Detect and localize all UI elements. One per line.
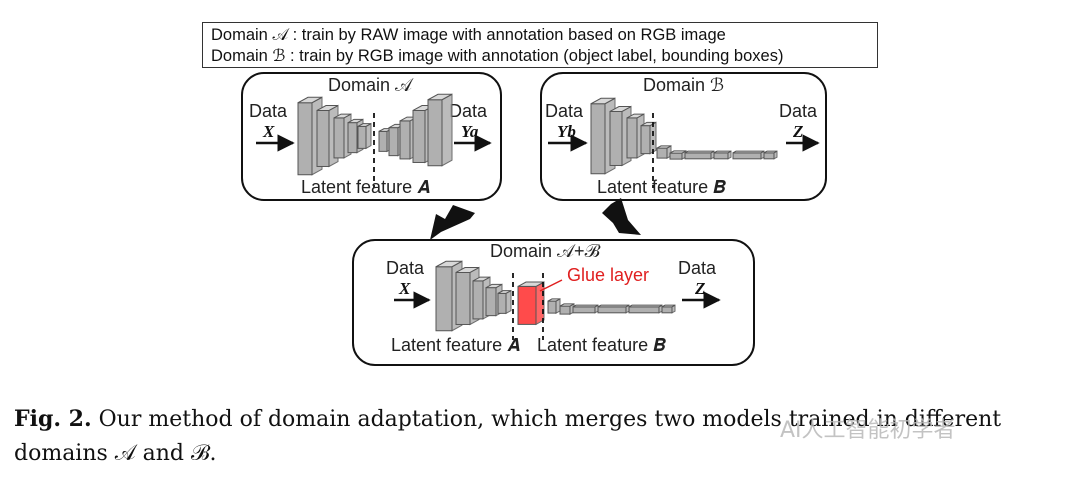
net-b-head-layer-2 bbox=[669, 150, 687, 160]
net-ab-encoder-layer-1 bbox=[435, 260, 463, 332]
net-b-head-layer-4 bbox=[713, 150, 732, 160]
glue-layer-block bbox=[517, 281, 545, 326]
panel-a-title: Domain 𝒜 bbox=[328, 75, 414, 95]
net-ab-head-layer-5 bbox=[628, 304, 663, 314]
merge-arrow-right bbox=[602, 198, 641, 235]
panel-b-data-out: Data bbox=[779, 101, 818, 121]
panel-ab-title: Domain 𝒜+ℬ bbox=[490, 241, 601, 261]
glue-pointer bbox=[539, 279, 563, 292]
panel-ab-var-in: X bbox=[398, 279, 411, 298]
net-a-encoder-layer-5 bbox=[357, 122, 372, 150]
panel-ab-network bbox=[435, 260, 676, 332]
net-b-encoder-layer-4 bbox=[640, 121, 657, 155]
panel-a-network bbox=[297, 93, 453, 176]
figure-caption: Fig. 2. Our method of domain adaptation,… bbox=[14, 402, 1074, 471]
legend-domain-a: Domain 𝒜 : train by RAW image with annot… bbox=[211, 26, 726, 44]
net-ab-encoder-layer-5 bbox=[497, 289, 512, 315]
panel-ab-latent-b-label: Latent feature 𝑩 bbox=[537, 335, 666, 355]
watermark: AI人工智能初学者 bbox=[780, 418, 956, 443]
net-b-encoder-layer-1 bbox=[590, 97, 616, 175]
net-b-head-layer-6 bbox=[763, 150, 778, 160]
panel-a-latent-label: Latent feature 𝑨 bbox=[301, 177, 430, 197]
diagram-canvas: Domain 𝒜 Data X Data Ya Latent feature 𝑨… bbox=[241, 72, 827, 366]
net-ab-head-layer-3 bbox=[572, 304, 599, 314]
caption-text: Our method of domain adaptation, which m… bbox=[14, 407, 1002, 466]
panel-b-var-out: Z bbox=[792, 122, 803, 141]
panel-b-title: Domain ℬ bbox=[643, 75, 724, 95]
panel-b-latent-label: Latent feature 𝑩 bbox=[597, 177, 726, 197]
net-b-head-layer-1 bbox=[656, 145, 672, 159]
net-ab-head-layer-2 bbox=[559, 303, 575, 315]
panel-a-data-out: Data bbox=[449, 101, 488, 121]
legend-box: Domain 𝒜 : train by RAW image with annot… bbox=[202, 22, 878, 68]
caption-fig-label: Fig. 2. bbox=[14, 406, 92, 432]
net-ab-head-layer-1 bbox=[547, 298, 561, 314]
net-a-decoder-layer-5 bbox=[427, 93, 453, 167]
panel-ab-var-out: Z bbox=[694, 279, 705, 298]
net-b-head-layer-3 bbox=[684, 150, 715, 160]
panel-ab-data-out: Data bbox=[678, 258, 717, 278]
legend-domain-b: Domain ℬ : train by RGB image with annot… bbox=[211, 47, 784, 65]
merge-arrow-left bbox=[430, 205, 475, 240]
panel-b-data-in: Data bbox=[545, 101, 584, 121]
panel-a-var-out: Ya bbox=[461, 122, 479, 141]
net-ab-head-layer-6 bbox=[661, 304, 676, 314]
net-b-head-layer-5 bbox=[732, 150, 765, 160]
panel-a-data-in: Data bbox=[249, 101, 288, 121]
panel-ab-latent-a-label: Latent feature 𝑨 bbox=[391, 335, 520, 355]
panel-b-network bbox=[590, 97, 778, 175]
panel-ab-data-in: Data bbox=[386, 258, 425, 278]
panel-a-var-in: X bbox=[262, 122, 275, 141]
net-ab-head-layer-4 bbox=[597, 304, 630, 314]
glue-layer-label: Glue layer bbox=[567, 265, 649, 285]
panel-b-var-in: Yb bbox=[557, 122, 576, 141]
